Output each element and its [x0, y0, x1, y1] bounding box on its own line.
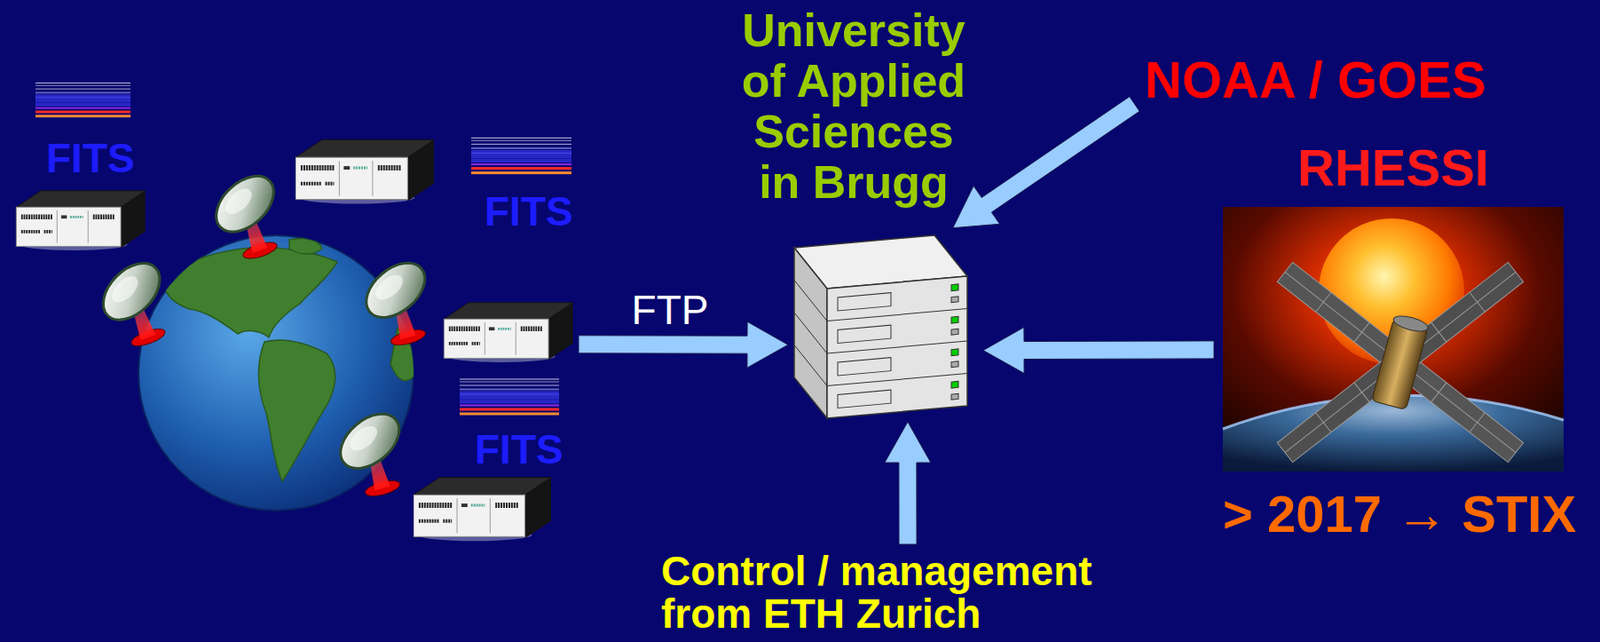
satellite-picture-part	[1392, 313, 1430, 335]
flow-arrow	[983, 327, 1214, 374]
server-stack-shape-part	[951, 380, 959, 388]
globe-illustration-part	[220, 183, 257, 219]
satellite-picture-part	[1354, 382, 1370, 402]
globe-illustration-part	[289, 237, 323, 254]
server-stack-shape-part	[951, 361, 959, 368]
server-stack-shape-part	[951, 315, 959, 324]
satellite-picture-part	[1276, 261, 1523, 462]
server-stack-shape-part	[827, 373, 968, 387]
satellite-picture-part	[1276, 261, 1523, 462]
satellite-picture-part	[1276, 261, 1523, 462]
satellite-picture-part	[1222, 206, 1564, 472]
server-stack-shape-part	[837, 324, 891, 343]
satellite-picture	[1222, 206, 1564, 472]
source-name: NOAA / GOES	[1144, 54, 1487, 106]
satellite-picture-part	[1276, 261, 1523, 462]
flow-arrow	[884, 421, 931, 544]
globe-illustration-part	[413, 477, 552, 542]
globe-illustration-part	[205, 165, 284, 243]
control-note: Control / management from ETH Zurich	[661, 549, 1105, 635]
edge-label: FTP	[631, 289, 710, 331]
flow-arrow	[953, 96, 1140, 229]
globe-illustration-part	[197, 159, 300, 268]
successor-note: > 2017 → STIX	[1222, 488, 1577, 540]
globe-illustration-part	[443, 302, 573, 363]
server-stack-shape-part	[827, 275, 968, 418]
server-stack-shape	[794, 229, 968, 418]
server-stack-shape-part	[951, 393, 959, 400]
satellite-picture-part	[1284, 271, 1516, 452]
server-stack-shape-part	[827, 283, 968, 410]
satellite-picture-part	[1371, 313, 1430, 410]
globe-illustration-part	[35, 82, 131, 118]
server-stack-shape-part	[794, 312, 828, 354]
server-stack-shape-part	[837, 292, 891, 311]
globe-illustration-part	[471, 137, 572, 174]
globe-illustration-part	[107, 271, 143, 308]
satellite-picture-part	[1284, 271, 1516, 452]
satellite-picture-part	[1469, 291, 1485, 312]
globe-illustration-part	[15, 190, 145, 251]
control-source: Control / management from ETH Zurich	[661, 549, 1105, 635]
globe-illustration-part	[345, 420, 381, 455]
satellite-picture-part	[1316, 412, 1332, 433]
server-stack-shape-part	[794, 247, 828, 418]
globe-network: FITS FITS FITS	[7, 70, 579, 551]
satellite-picture-part	[1431, 322, 1447, 342]
server-stack-shape-part	[837, 389, 891, 408]
satellite-picture-part	[1354, 322, 1370, 342]
server-stack-shape-part	[951, 283, 959, 292]
server-stack-shape-part	[827, 340, 968, 354]
globe-illustration-part	[82, 246, 188, 357]
satellite-picture-part	[1222, 394, 1564, 472]
satellite-picture-part	[1469, 412, 1485, 433]
server-stack: University of Applied Sciences in Brugg	[794, 229, 968, 418]
globe-illustration-part	[163, 246, 338, 338]
server-stack-shape-part	[837, 357, 891, 376]
globe-illustration-part	[355, 252, 435, 329]
globe-illustration-part	[459, 378, 560, 416]
globe-illustration-part	[295, 139, 434, 204]
satellite-name: RHESSI	[1222, 141, 1564, 194]
server-stack-shape-part	[951, 348, 959, 356]
server-stack-shape-part	[827, 308, 968, 322]
fits-label: FITS	[484, 190, 574, 232]
fits-label: FITS	[46, 137, 135, 179]
server-stack-shape-part	[794, 280, 828, 322]
data-source: NOAA / GOES	[1144, 54, 1487, 106]
satellite-picture-part	[1371, 318, 1428, 410]
globe-illustration-part	[138, 235, 414, 511]
fits-label: FITS	[474, 428, 564, 470]
globe-illustration-part	[323, 398, 423, 505]
globe-illustration-part	[370, 269, 407, 304]
institution-heading: University of Applied Sciences in Brugg	[733, 5, 975, 208]
satellite-image: RHESSI> 2017 → STIX	[1222, 206, 1564, 472]
server-stack-shape-part	[951, 296, 959, 303]
globe-illustration-part	[330, 402, 410, 480]
globe-illustration-part	[258, 339, 335, 481]
satellite-picture-part	[1276, 261, 1523, 462]
satellite-picture-part	[1431, 382, 1447, 402]
globe-illustration-part	[348, 247, 449, 354]
server-stack-shape-part	[951, 328, 959, 335]
globe-illustration-part	[92, 252, 171, 331]
satellite-picture-part	[1316, 291, 1332, 312]
server-stack-shape-part	[794, 345, 828, 387]
